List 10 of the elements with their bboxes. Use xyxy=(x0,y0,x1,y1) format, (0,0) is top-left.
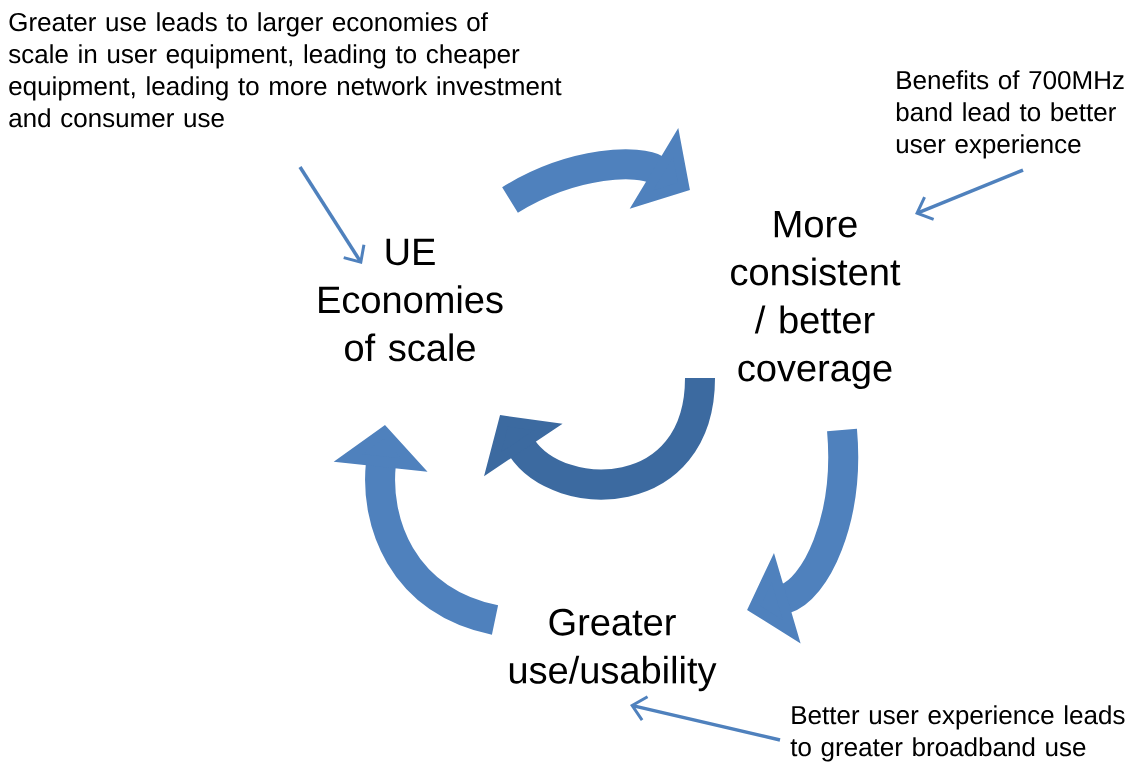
annotation-text: Benefits of 700MHz band lead to better user experience xyxy=(896,70,1124,159)
curved-block-arrow xyxy=(502,127,690,214)
annotation-text: Better user experience leads to greater broadband use xyxy=(790,705,1125,762)
leader-arrow xyxy=(915,168,1024,221)
cycle-stage-text: UE Economies of scale xyxy=(319,238,503,362)
cycle-stage-text: Greater use/usability xyxy=(509,608,717,692)
leader-arrow xyxy=(630,695,781,742)
leader-arrow xyxy=(298,166,366,264)
annotation-text: Greater use leads to larger economies of scale in user equipment, leading to cheaper equipment, leading to more network investment and consumer use xyxy=(8,12,562,128)
cycle-stage-text: More consistent / better coverage xyxy=(731,211,901,389)
